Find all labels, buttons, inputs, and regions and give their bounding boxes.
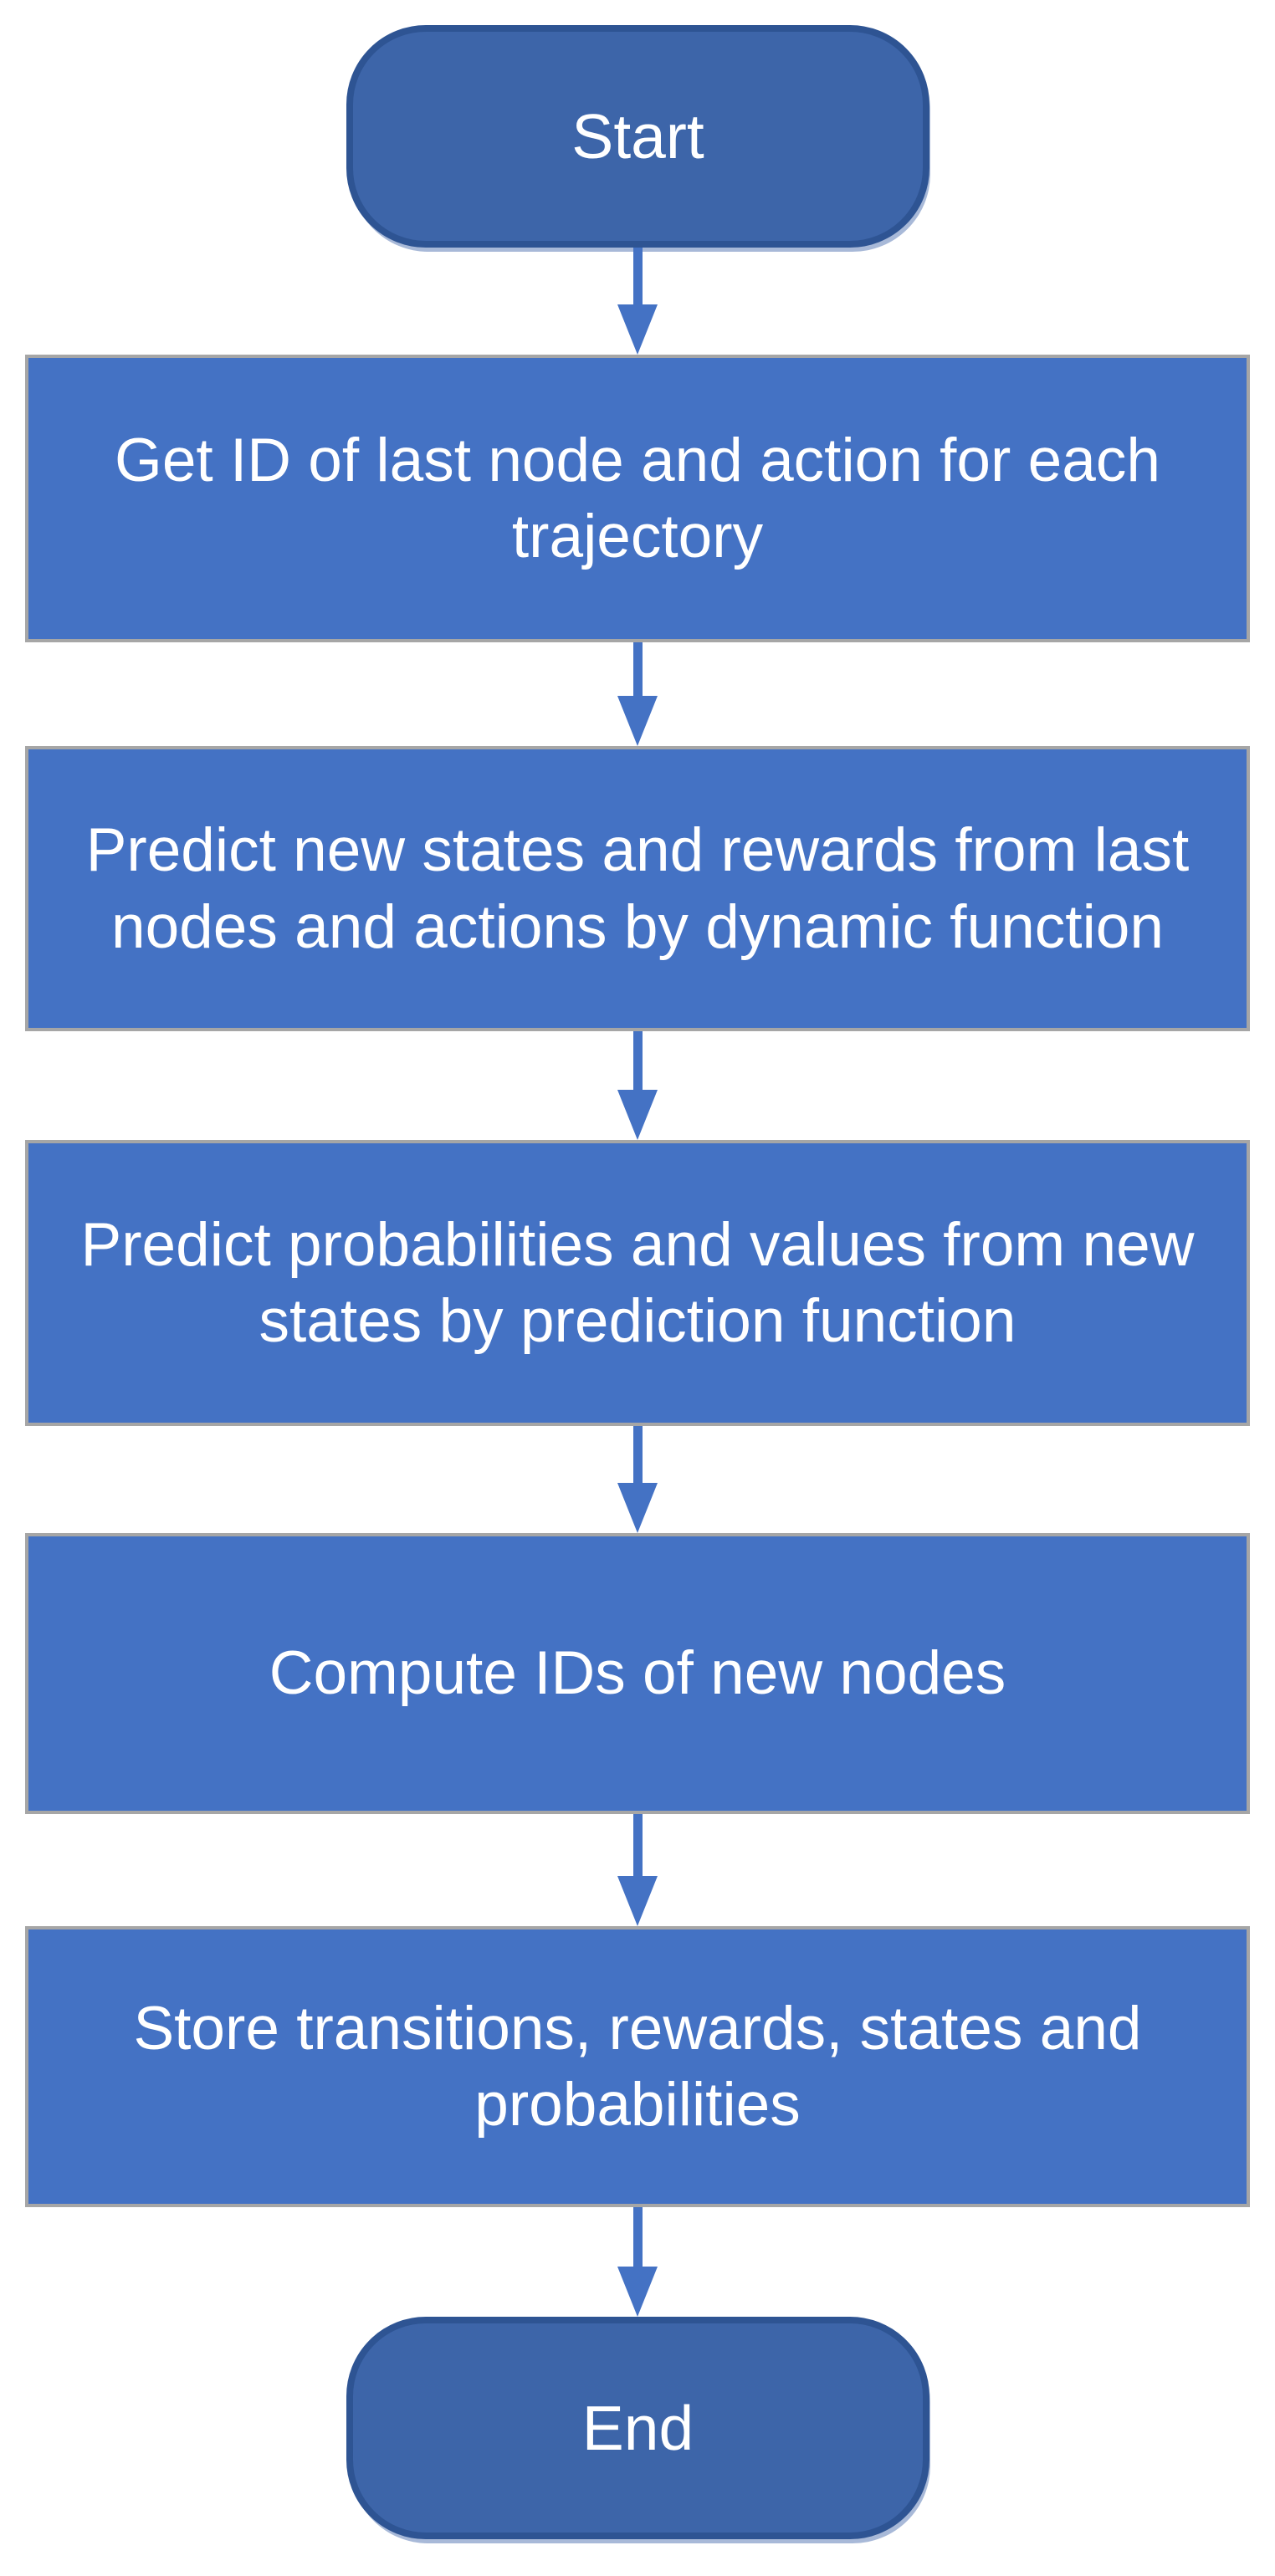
flow-connector-3 xyxy=(617,1031,658,1140)
node-label-line: Store transitions, rewards, states and xyxy=(133,1994,1142,2062)
node-label-line: Predict new states and rewards from last xyxy=(85,816,1190,885)
arrow-shaft xyxy=(632,248,643,304)
flow-connector-1 xyxy=(617,248,658,355)
node-label: Compute IDs of new nodes xyxy=(28,1635,1247,1711)
arrow-shaft xyxy=(632,1814,643,1876)
node-label: Predict new states and rewards from last… xyxy=(28,812,1247,965)
node-label-line: Start xyxy=(571,101,704,171)
node-label-line: Get ID of last node and action for each xyxy=(115,426,1160,494)
node-label-line: trajectory xyxy=(511,503,764,570)
node-label: End xyxy=(353,2390,923,2466)
node-label: Get ID of last node and action for each … xyxy=(28,422,1247,575)
arrow-down-icon xyxy=(617,696,658,746)
arrow-down-icon xyxy=(617,304,658,355)
flow-node-step-5: Store transitions, rewards, states and p… xyxy=(25,1926,1250,2207)
node-label: Predict probabilities and values from ne… xyxy=(28,1207,1247,1360)
node-label-line: Predict probabilities and values from ne… xyxy=(80,1210,1195,1279)
flow-connector-5 xyxy=(617,1814,658,1926)
arrow-shaft xyxy=(632,642,643,696)
arrow-down-icon xyxy=(617,1483,658,1533)
arrow-shaft xyxy=(632,1031,643,1090)
arrow-down-icon xyxy=(617,1876,658,1926)
flow-node-end: End xyxy=(346,2317,929,2539)
node-label-line: Compute IDs of new nodes xyxy=(269,1639,1006,1708)
flow-node-start: Start xyxy=(346,25,929,248)
flow-connector-6 xyxy=(617,2207,658,2317)
flow-node-step-2: Predict new states and rewards from last… xyxy=(25,746,1250,1031)
node-label-line: End xyxy=(581,2393,694,2463)
flow-node-step-3: Predict probabilities and values from ne… xyxy=(25,1140,1250,1426)
node-label-line: probabilities xyxy=(474,2071,801,2139)
arrow-shaft xyxy=(632,2207,643,2267)
arrow-shaft xyxy=(632,1426,643,1483)
node-label: Start xyxy=(353,99,923,174)
node-label: Store transitions, rewards, states and p… xyxy=(28,1991,1247,2144)
flow-connector-4 xyxy=(617,1426,658,1533)
arrow-down-icon xyxy=(617,1090,658,1140)
node-label-line: nodes and actions by dynamic function xyxy=(110,892,1164,961)
node-label-line: states by prediction function xyxy=(259,1287,1016,1355)
arrow-down-icon xyxy=(617,2267,658,2317)
flow-connector-2 xyxy=(617,642,658,746)
flow-node-step-1: Get ID of last node and action for each … xyxy=(25,355,1250,642)
flow-node-step-4: Compute IDs of new nodes xyxy=(25,1533,1250,1814)
